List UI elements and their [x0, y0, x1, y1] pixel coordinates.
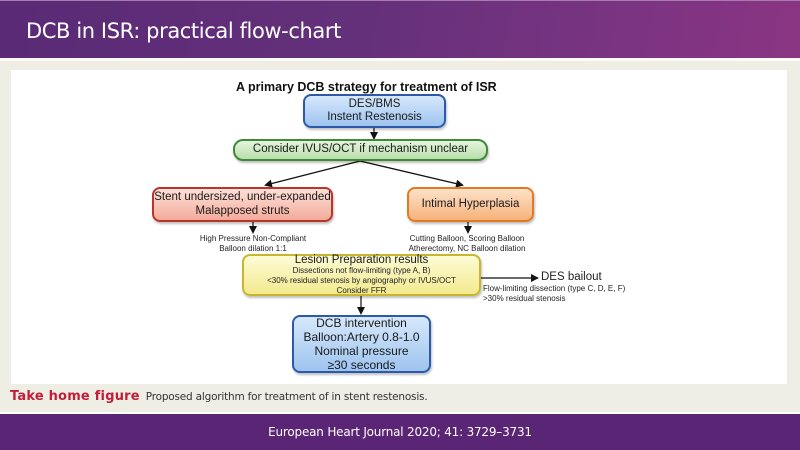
note-undersized-line1: High Pressure Non-Compliant — [199, 234, 307, 243]
header-divider — [0, 58, 800, 61]
node-dcb-line2: Balloon:Artery 0.8-1.0 — [303, 330, 420, 344]
bailout-label: DES bailout — [541, 271, 602, 283]
note-undersized-line2: Balloon dilation 1:1 — [219, 244, 287, 253]
caption-label: Take home figure — [10, 389, 140, 404]
node-lesion-preparation: Lesion Preparation results Dissections n… — [242, 254, 481, 296]
node-start-line2: Instent Restenosis — [327, 111, 422, 123]
node-dcb-line4: ≥30 seconds — [327, 358, 396, 372]
slide-title: DCB in ISR: practical flow-chart — [26, 19, 341, 43]
footer-citation: European Heart Journal 2020; 41: 3729–37… — [268, 425, 532, 439]
node-start-line1: DES/BMS — [348, 97, 401, 110]
node-instent-restenosis: DES/BMS Instent Restenosis — [303, 94, 446, 128]
flowchart-title: A primary DCB strategy for treatment of … — [236, 80, 497, 94]
note-hyperplasia-line1: Cutting Balloon, Scoring Balloon — [409, 234, 525, 243]
node-consider-imaging: Consider IVUS/OCT if mechanism unclear — [233, 139, 488, 161]
note-undersized-treatment: High Pressure Non-Compliant Balloon dila… — [178, 234, 328, 254]
note-hyperplasia-treatment: Cutting Balloon, Scoring Balloon Atherec… — [392, 234, 542, 254]
note-hyperplasia-line2: Atherectomy, NC Balloon dilation — [408, 244, 526, 253]
caption-text: Proposed algorithm for treatment of in s… — [145, 391, 428, 403]
node-hyperplasia-label: Intimal Hyperplasia — [421, 197, 520, 210]
node-lesion-line1: Dissections not flow-limiting (type A, B… — [292, 266, 431, 275]
node-undersized-line2: Malapposed struts — [195, 204, 290, 217]
node-dcb-line1: DCB intervention — [316, 316, 407, 330]
node-des-bailout: DES bailout — [541, 271, 602, 284]
node-lesion-title: Lesion Preparation results — [294, 254, 429, 266]
slide-header: DCB in ISR: practical flow-chart — [0, 0, 800, 58]
node-lesion-line3: Consider FFR — [336, 286, 387, 295]
note-bailout-criteria: Flow-limiting dissection (type C, D, E, … — [483, 284, 625, 304]
node-lesion-line2: <30% residual stenosis by angiography or… — [267, 276, 456, 285]
node-dcb-intervention: DCB intervention Balloon:Artery 0.8-1.0 … — [292, 315, 431, 373]
node-intimal-hyperplasia: Intimal Hyperplasia — [407, 187, 534, 222]
node-undersized-line1: Stent undersized, under-expanded — [154, 191, 331, 203]
slide-footer: European Heart Journal 2020; 41: 3729–37… — [0, 412, 800, 450]
note-bailout-line1: Flow-limiting dissection (type C, D, E, … — [483, 284, 626, 293]
note-bailout-line2: >30% residual stenosis — [483, 294, 566, 303]
figure-caption: Take home figure Proposed algorithm for t… — [10, 389, 428, 404]
node-imaging-label: Consider IVUS/OCT if mechanism unclear — [252, 143, 469, 156]
node-stent-undersized: Stent undersized, under-expanded Malappo… — [152, 187, 333, 222]
node-dcb-line3: Nominal pressure — [314, 344, 409, 358]
